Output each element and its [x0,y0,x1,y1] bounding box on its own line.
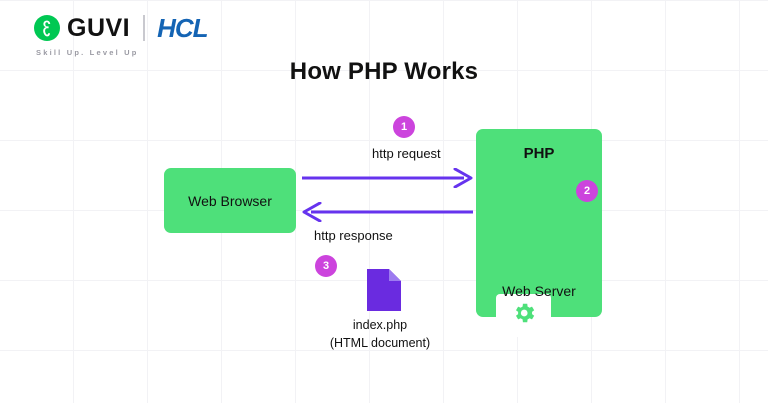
http-response-label: http response [314,228,393,243]
file-description: (HTML document) [329,336,431,351]
http-response-arrow [302,202,473,222]
step-badge-3: 3 [315,255,337,277]
file-caption: index.php (HTML document) [305,316,455,352]
http-request-label: http request [372,146,441,161]
web-server-label: Web Server [502,283,576,299]
document-icon [364,266,404,319]
web-browser-label: Web Browser [188,192,272,209]
web-server-box: PHP Web Server [476,129,602,337]
brand-divider [143,15,146,41]
brand-lockup: GUVI HCL Skill Up. Level Up [34,12,209,57]
http-request-arrow [302,168,473,188]
gear-icon [511,300,537,331]
step-badge-2: 2 [576,180,598,202]
php-label: PHP [523,145,555,162]
guvi-logo-icon [34,15,60,41]
php-engine-card [496,294,551,337]
step-badge-1: 1 [393,116,415,138]
brand-row: GUVI HCL [34,12,209,44]
hcl-wordmark: HCL [157,13,208,43]
page-title: How PHP Works [289,58,479,85]
brand-tagline: Skill Up. Level Up [36,48,139,57]
web-browser-box: Web Browser [164,168,296,233]
guvi-wordmark: GUVI [67,13,131,42]
file-name: index.php [352,318,408,332]
